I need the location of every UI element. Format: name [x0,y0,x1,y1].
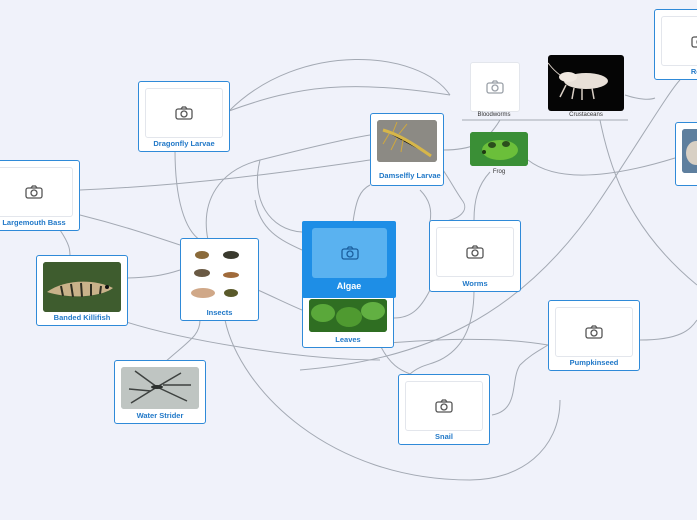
connector-line [59,229,71,258]
worms-node[interactable]: Worms [429,220,521,292]
connector-line [164,319,201,363]
connector-line [393,289,431,319]
partial-photo-node[interactable] [675,122,697,186]
node-label: Insects [206,308,233,317]
camera-icon [466,245,484,259]
pumpkinseed-node[interactable]: Pumpkinseed [548,300,640,371]
node-label: Damselfly Larvae [379,171,441,180]
banded-killifish-node[interactable]: Banded Killifish [36,255,128,326]
connector-line [256,159,303,233]
node-label: Largemouth Bass [2,218,66,227]
connector-line [639,319,697,341]
camera-icon [435,399,453,413]
connector-line [79,159,371,191]
node-label: Worms [462,279,488,288]
frog-photo [470,132,528,166]
node-label: Leaves [335,335,361,344]
dragonfly-larvae-node[interactable]: Dragonfly Larvae [138,81,230,152]
connector-line [419,189,432,223]
connector-line [257,289,303,311]
connector-line [491,344,549,416]
camera-icon [486,80,504,94]
connector-line [527,157,676,176]
image-placeholder [555,307,633,357]
crustaceans-label: Crustaceans [569,112,603,118]
snail-node[interactable]: Snail [398,374,490,445]
bloodworms-label: Bloodworms [477,112,511,118]
camera-icon [175,106,193,120]
connector-line [119,269,181,279]
connector-line [79,214,181,246]
connector-line [228,59,451,112]
rock-node[interactable]: Rock [654,9,697,80]
connector-line [379,344,411,375]
connector-line [473,171,491,221]
connector-line [439,169,466,223]
damselfly-larvae-node[interactable]: Damselfly Larvae [370,113,444,186]
image-placeholder [312,228,387,278]
image-placeholder [0,167,73,217]
camera-icon [25,185,43,199]
largemouth-bass-node[interactable]: Largemouth Bass [0,160,80,231]
algae-node-selected[interactable]: Algae [302,221,396,298]
partial-photo [682,129,697,173]
image-placeholder [145,88,223,138]
bloodworms-thumbnail [470,62,520,112]
node-label: Rock [690,67,697,76]
connector-line [228,86,451,112]
image-placeholder [405,381,483,431]
leaves-node[interactable]: Leaves [302,290,394,348]
group-container[interactable]: Bloodworms Crustaceans Frog [462,55,630,178]
killifish-photo [43,262,121,312]
node-label: Water Strider [136,411,184,420]
leaves-photo [309,299,387,332]
insects-node[interactable]: Insects [180,238,259,321]
water-strider-photo [121,367,199,409]
connector-line [254,199,303,251]
node-label: Pumpkinseed [569,358,619,367]
connector-line [599,119,697,286]
connector-line [224,319,561,481]
image-placeholder [436,227,514,277]
connector-line [119,319,381,361]
connector-line [352,184,371,223]
camera-icon [341,246,359,260]
camera-icon [691,34,697,48]
node-label: Snail [435,432,453,441]
image-placeholder [661,16,697,66]
insects-photo [187,245,252,305]
crustaceans-photo [548,55,624,111]
node-label: Banded Killifish [53,313,111,322]
connector-line [174,149,201,241]
frog-label: Frog [492,169,506,175]
damselfly-photo [377,120,437,162]
water-strider-node[interactable]: Water Strider [114,360,206,424]
connector-line [624,94,656,100]
camera-icon [585,325,603,339]
node-label: Dragonfly Larvae [153,139,215,148]
connector-line [299,79,681,371]
node-label: Algae [336,281,362,291]
connector-line [409,289,475,375]
